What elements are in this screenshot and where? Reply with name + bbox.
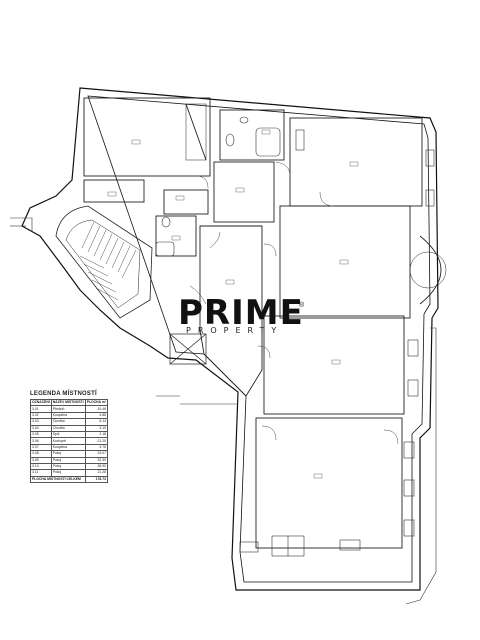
brand-logo: PRIME (178, 293, 304, 333)
legend-cell-area: 21.28 (84, 469, 109, 477)
room-top-left (83, 97, 211, 177)
room-bottom (255, 417, 403, 549)
hatched-column (185, 103, 207, 161)
outer-wall (21, 87, 439, 591)
legend-total-value: 178.73 (84, 475, 109, 484)
staircase (55, 205, 153, 319)
room-right-1 (279, 205, 411, 319)
registered-mark: ® (299, 302, 305, 309)
legend-cell-area: 32.30 (84, 456, 109, 464)
windows (239, 149, 435, 557)
room-toilet (219, 109, 285, 161)
room-corridor (213, 161, 275, 223)
legend-header-row: OZNAČENÍ NÁZEV MÍSTNOSTI PLOCHA m² (30, 398, 109, 407)
legend-cell-area: 28.90 (84, 462, 109, 471)
bathroom-fixtures (155, 116, 305, 257)
door-swings (189, 161, 399, 445)
legend-cell-area: 6.14 (84, 418, 109, 426)
legend-cell-area: 24.07 (84, 450, 109, 458)
room-right-2 (263, 315, 405, 415)
legend-cell-area: 4.76 (84, 443, 109, 452)
brand-tagline: PROPERTY (186, 326, 284, 335)
legend-header-area: PLOCHA m² (84, 398, 109, 407)
room-small-1 (83, 179, 145, 203)
legend-header-code: OZNAČENÍ (30, 398, 52, 407)
room-small-2 (163, 189, 209, 215)
legend-cell-area: 21.20 (84, 437, 109, 445)
legend-cell-area: 2.18 (84, 430, 109, 439)
legend-cell-area: 3.10 (84, 424, 109, 432)
legend-cell-area: 10.46 (84, 405, 109, 413)
room-bathroom (155, 215, 197, 257)
wall (185, 103, 207, 161)
legend-footer-row: PLOCHA MÍSTNOSTÍ CELKEM 178.73 (30, 475, 109, 484)
legend-header-name: NÁZEV MÍSTNOSTI (50, 398, 86, 407)
legend-title: LEGENDA MÍSTNOSTÍ (30, 391, 97, 397)
exterior-lines (10, 217, 437, 605)
room-hall (199, 225, 263, 397)
room-tags (107, 129, 359, 479)
bay-window-inner (409, 251, 447, 289)
legend-total-label: PLOCHA MÍSTNOSTÍ CELKEM (30, 475, 86, 484)
bay-window (419, 235, 442, 305)
legend-cell-area: 4.88 (84, 411, 109, 420)
room-legend: LEGENDA MÍSTNOSTÍ OZNAČENÍ NÁZEV MÍSTNOS… (30, 391, 109, 484)
elevator-shaft (169, 333, 207, 365)
